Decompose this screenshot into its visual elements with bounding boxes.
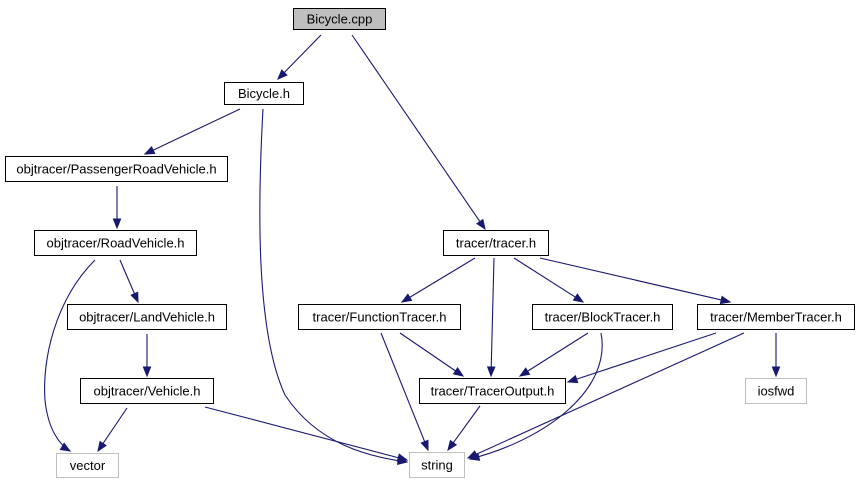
node-box: [293, 8, 386, 30]
arrowhead: [771, 366, 781, 378]
arrowhead: [719, 295, 732, 305]
edge-road-to-land: [119, 259, 139, 304]
node-label: tracer/TracerOutput.h: [431, 384, 555, 399]
arrowhead: [452, 367, 465, 377]
node-label: Bicycle.h: [238, 86, 290, 101]
node-box: [5, 156, 228, 182]
node-block[interactable]: tracer/BlockTracer.h: [532, 304, 673, 330]
arrowhead: [142, 366, 152, 378]
edge-land-to-vehicle: [142, 334, 152, 378]
arrowhead: [400, 293, 413, 303]
edge-member-to-iosfwd: [771, 333, 781, 378]
arrowhead: [518, 367, 531, 377]
node-iosfwd[interactable]: iosfwd: [745, 378, 807, 404]
node-box: [419, 378, 566, 404]
edge-tracer-to-function: [400, 257, 476, 303]
node-box: [80, 378, 214, 404]
edge-tracer-to-block: [513, 257, 585, 303]
node-label: vector: [70, 458, 106, 473]
node-box: [56, 453, 119, 478]
node-label: objtracer/LandVehicle.h: [79, 310, 215, 325]
edge-bicycle_h-to-string: [259, 108, 409, 466]
node-tracer[interactable]: tracer/tracer.h: [443, 230, 549, 256]
edge-road-to-vector: [44, 259, 96, 452]
arrowhead: [396, 453, 409, 462]
arrowhead: [130, 291, 139, 304]
arrowhead: [112, 218, 122, 230]
node-function[interactable]: tracer/FunctionTracer.h: [298, 304, 461, 330]
node-box: [443, 230, 549, 256]
node-box: [697, 304, 855, 330]
arrowhead: [572, 293, 585, 303]
node-member[interactable]: tracer/MemberTracer.h: [697, 304, 855, 330]
arrowhead: [476, 218, 486, 231]
edge-bicycle_cpp-to-tracer: [351, 34, 486, 231]
edge-member-to-output: [566, 332, 717, 384]
node-label: tracer/FunctionTracer.h: [313, 310, 447, 325]
node-label: objtracer/Vehicle.h: [94, 384, 201, 399]
node-vector[interactable]: vector: [56, 453, 119, 478]
edge-member-to-string: [466, 332, 745, 459]
edge-tracer-to-output: [486, 257, 496, 378]
arrowhead: [466, 450, 479, 459]
node-bicycle-h[interactable]: Bicycle.h: [224, 82, 304, 105]
node-box: [298, 304, 461, 330]
node-box: [34, 230, 197, 256]
node-output[interactable]: tracer/TracerOutput.h: [419, 378, 566, 404]
edge-passenger-to-road: [112, 186, 122, 230]
node-bicycle-cpp[interactable]: Bicycle.cpp: [293, 8, 386, 30]
arrowhead: [566, 374, 579, 384]
edge-tracer-to-member: [539, 257, 732, 305]
node-label: objtracer/PassengerRoadVehicle.h: [16, 162, 216, 177]
edge-output-to-string: [447, 405, 481, 452]
arrowhead: [97, 440, 107, 453]
edge-bicycle_h-to-passenger: [143, 108, 241, 155]
node-label: iosfwd: [758, 384, 795, 399]
node-road[interactable]: objtracer/RoadVehicle.h: [34, 230, 197, 256]
edge-vehicle-to-vector: [97, 407, 128, 453]
edge-function-to-output: [399, 332, 465, 377]
node-box: [745, 378, 807, 404]
arrowhead: [143, 146, 156, 155]
arrowhead: [486, 366, 496, 378]
node-vehicle[interactable]: objtracer/Vehicle.h: [80, 378, 214, 404]
edge-bicycle_cpp-to-bicycle_h: [277, 34, 322, 80]
node-box: [224, 82, 304, 105]
arrowhead: [420, 439, 429, 452]
node-box: [67, 304, 227, 330]
node-land[interactable]: objtracer/LandVehicle.h: [67, 304, 227, 330]
node-box: [532, 304, 673, 330]
arrowhead: [59, 442, 72, 452]
node-passenger[interactable]: objtracer/PassengerRoadVehicle.h: [5, 156, 228, 182]
node-label: tracer/MemberTracer.h: [710, 310, 842, 325]
edge-vehicle-to-string: [204, 406, 409, 462]
arrowhead: [447, 439, 458, 452]
node-box: [409, 452, 465, 478]
node-label: tracer/tracer.h: [456, 236, 536, 251]
edge-function-to-string: [380, 332, 429, 452]
node-label: tracer/BlockTracer.h: [545, 310, 661, 325]
node-label: string: [421, 458, 453, 473]
edges-layer: [44, 34, 781, 466]
node-label: objtracer/RoadVehicle.h: [46, 236, 184, 251]
node-string[interactable]: string: [409, 452, 465, 478]
node-label: Bicycle.cpp: [307, 12, 373, 27]
arrowhead: [277, 69, 288, 80]
edge-block-to-output: [518, 332, 589, 377]
